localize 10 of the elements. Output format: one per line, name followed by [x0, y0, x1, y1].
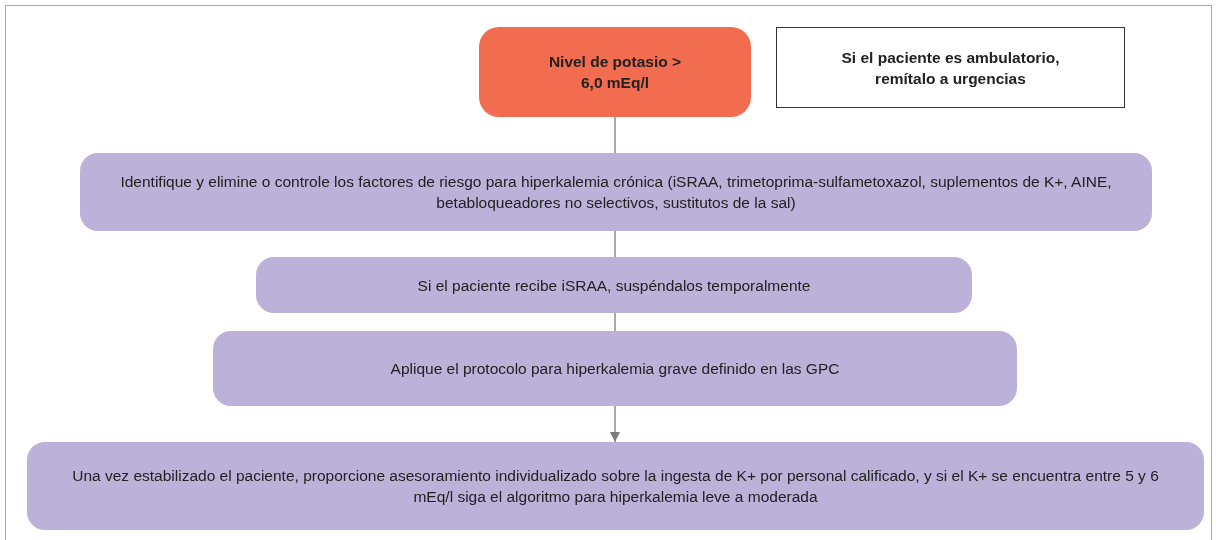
note-box: Si el paciente es ambulatorio, remítalo a urgencias — [776, 27, 1125, 108]
process-box: Identifique y elimine o controle los factores de riesgo para hiperkalemia crónica (iSRAA, trimetoprima-sulfametoxazol, suplementos de K+, AINE, betabloqueadores no selectivos, sustitutos de la sal) — [80, 153, 1152, 231]
process-box: Una vez estabilizado el paciente, proporcione asesoramiento individualizado sobre la ingesta de K+ por personal calificado, y si el K+ se encuentra entre 5 y 6 mEq/l siga el algoritmo para hiperkalemia leve a moderada — [27, 442, 1204, 530]
process-box: Si el paciente recibe iSRAA, suspéndalos temporalmente — [256, 257, 972, 313]
arrow — [610, 405, 620, 443]
start-box: Nivel de potasio > 6,0 mEq/l — [479, 27, 751, 117]
connector-line — [614, 116, 616, 154]
connector-line — [614, 312, 616, 332]
connector-line — [614, 230, 616, 258]
process-box: Aplique el protocolo para hiperkalemia grave definido en las GPC — [213, 331, 1017, 406]
